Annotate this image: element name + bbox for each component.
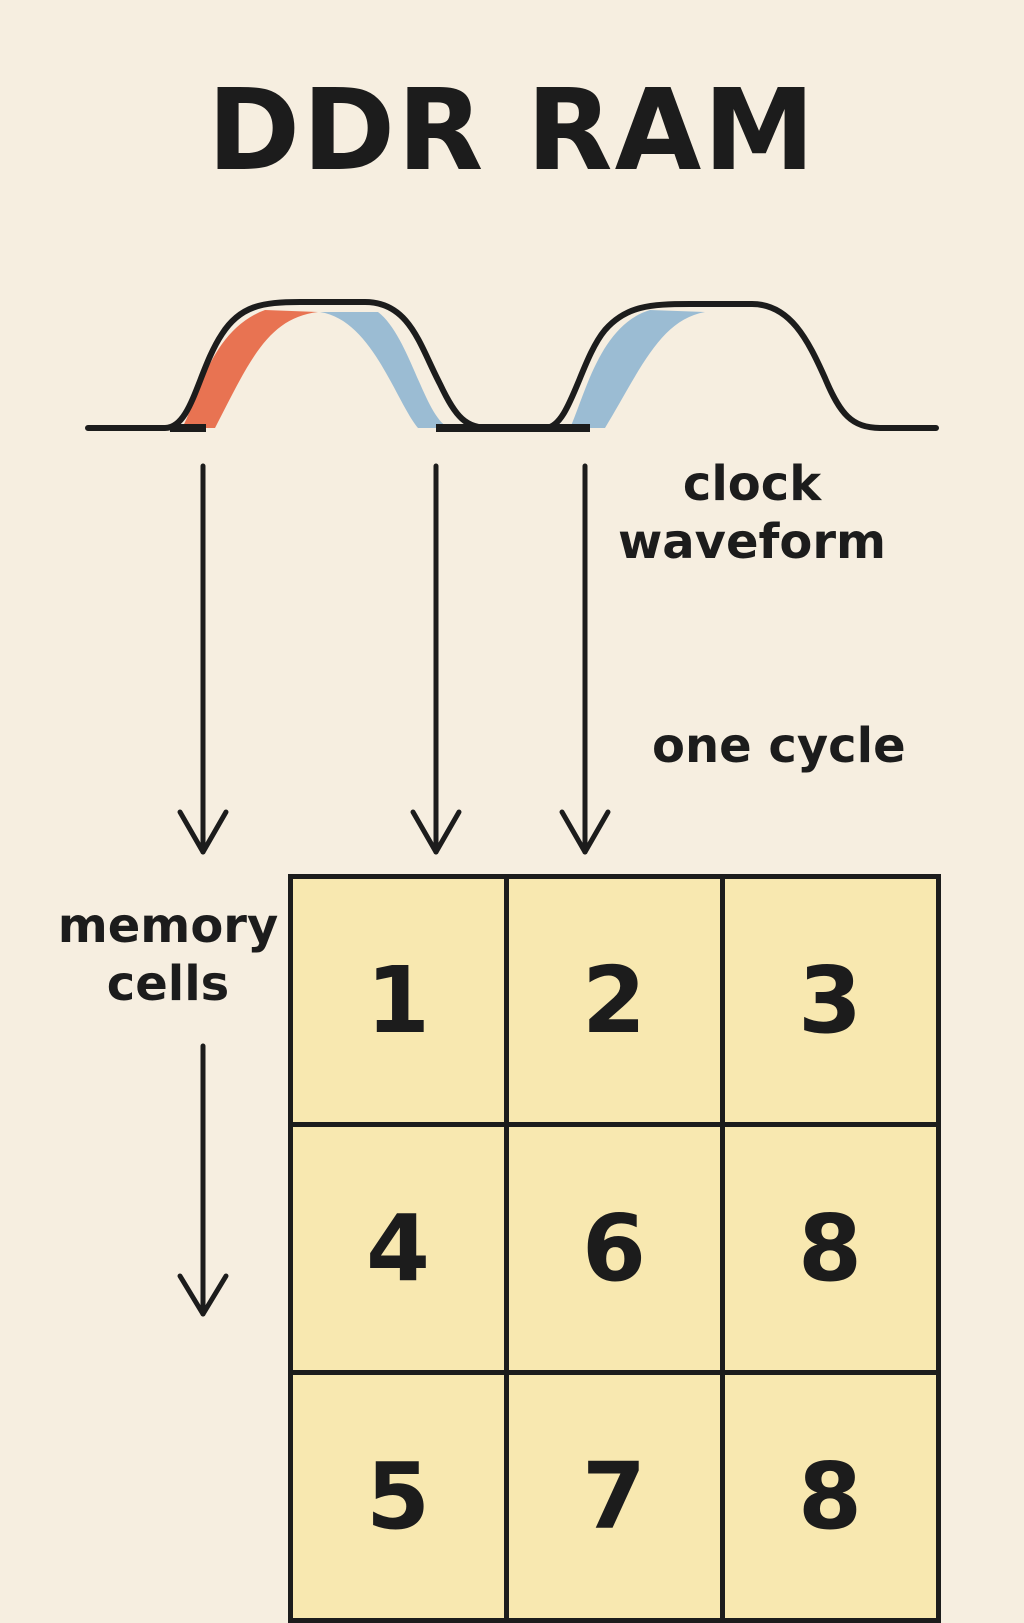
memory-cell: 3 xyxy=(719,873,941,1127)
memory-cell: 8 xyxy=(719,1369,941,1623)
memory-cell: 6 xyxy=(503,1121,725,1375)
diagram-page: DDR RAM clock waveform one cycle xyxy=(52,66,941,1623)
memory-label-line-2: cells xyxy=(106,955,230,1012)
falling-edge-highlight-1 xyxy=(320,312,450,428)
memory-label-line-1: memory xyxy=(57,898,279,954)
arrow-2 xyxy=(410,463,462,855)
clock-label-line-1: clock xyxy=(682,456,822,512)
memory-cell: 2 xyxy=(503,873,725,1127)
memory-cell: 7 xyxy=(503,1369,725,1623)
clock-label-line-2: waveform xyxy=(617,513,887,570)
one-cycle-label: one cycle xyxy=(652,718,906,774)
memory-cell: 1 xyxy=(287,873,509,1127)
memory-arrow xyxy=(177,1043,229,1317)
diagram-graphics xyxy=(85,299,939,1317)
rising-edge-highlight-2 xyxy=(570,310,705,428)
memory-cell: 8 xyxy=(719,1121,941,1375)
clock-waveform-label: clock waveform xyxy=(612,456,892,571)
rising-edge-highlight xyxy=(182,310,318,428)
arrow-1 xyxy=(177,463,229,855)
page-title: DDR RAM xyxy=(207,66,817,196)
memory-cell: 4 xyxy=(287,1121,509,1375)
memory-cell-grid: 1 2 3 4 6 8 5 7 8 xyxy=(287,873,941,1623)
arrow-3 xyxy=(559,463,611,855)
memory-cells-label: memory cells xyxy=(52,898,284,1013)
memory-cell: 5 xyxy=(287,1369,509,1623)
